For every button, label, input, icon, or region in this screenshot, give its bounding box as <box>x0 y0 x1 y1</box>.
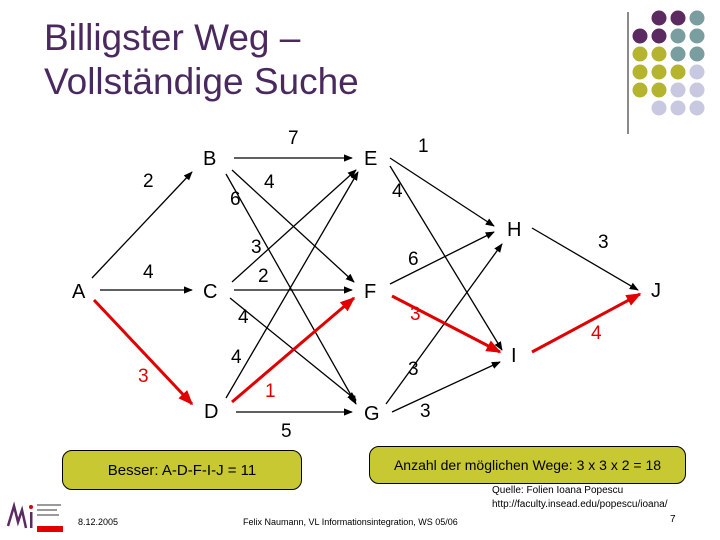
weight-i-j: 4 <box>591 323 602 344</box>
weight-a-b: 2 <box>143 171 154 192</box>
decorative-dot <box>670 100 686 116</box>
decorative-dot <box>651 82 667 98</box>
title-line-2: Vollständige Suche <box>44 61 359 102</box>
decorative-dot <box>689 28 705 44</box>
decorative-dot-grid <box>632 10 705 116</box>
weight-b-g: 6 <box>230 189 241 210</box>
edge-d-e <box>225 171 359 399</box>
decorative-dot <box>689 46 705 62</box>
path-count-text: Anzahl der möglichen Wege: 3 x 3 x 2 = 1… <box>393 457 662 473</box>
university-logo <box>6 501 63 532</box>
edge-a-d <box>92 298 194 406</box>
better-path-box: Besser: A-D-F-I-J = 11 <box>62 450 302 490</box>
edge-a-b <box>91 171 193 279</box>
weight-d-f: 1 <box>265 381 276 402</box>
better-path-text: Besser: A-D-F-I-J = 11 <box>107 461 257 479</box>
weight-a-d: 3 <box>138 366 149 387</box>
decorative-dot <box>632 64 648 80</box>
edge-i-j <box>531 292 642 354</box>
decorative-dot <box>670 10 686 26</box>
decorative-dot <box>651 28 667 44</box>
weight-a-c: 4 <box>143 262 154 283</box>
weight-g-i: 3 <box>420 401 431 422</box>
decorative-dot <box>670 28 686 44</box>
title-line-1: Billigster Weg – <box>44 17 301 58</box>
edge-d-f <box>231 296 356 404</box>
node-f: F <box>364 281 376 303</box>
weight-g-h: 3 <box>408 359 419 380</box>
weight-f-h: 6 <box>408 249 419 270</box>
edge-f-i <box>391 294 502 354</box>
edge-c-e <box>231 169 357 283</box>
decorative-dot <box>670 82 686 98</box>
source-line-1: Quelle: Folien Ioana Popescu <box>492 485 624 496</box>
page-number: 7 <box>670 514 676 525</box>
footer-author: Felix Naumann, VL Informationsintegratio… <box>243 517 458 527</box>
weight-h-j: 3 <box>598 232 609 253</box>
node-d: D <box>204 401 218 423</box>
source-line-2: http://faculty.insead.edu/popescu/ioana/ <box>492 499 668 510</box>
weight-b-f: 4 <box>264 172 275 193</box>
decorative-dot <box>632 46 648 62</box>
weight-e-h: 1 <box>418 136 429 157</box>
path-count-box: Anzahl der möglichen Wege: 3 x 3 x 2 = 1… <box>369 446 686 484</box>
decorative-dot <box>651 46 667 62</box>
edge-g-i <box>391 361 501 413</box>
node-b: B <box>203 148 216 170</box>
node-j: J <box>651 280 661 302</box>
slide-title: Billigster Weg – Vollständige Suche <box>44 16 359 104</box>
decorative-dot <box>651 10 667 26</box>
decorative-divider <box>627 12 629 134</box>
decorative-dot <box>651 100 667 116</box>
node-a: A <box>72 281 86 303</box>
edge-h-j <box>531 227 639 291</box>
decorative-dot <box>670 64 686 80</box>
decorative-dot <box>651 64 667 80</box>
weight-d-e: 4 <box>231 347 242 368</box>
decorative-dot <box>689 100 705 116</box>
edge-b-f <box>231 169 355 283</box>
weight-f-i: 3 <box>410 304 421 325</box>
edge-e-h <box>389 157 495 227</box>
node-c: C <box>203 281 217 303</box>
edge-e-i <box>389 165 503 351</box>
edge-b-g <box>225 173 357 405</box>
decorative-dot <box>632 28 648 44</box>
decorative-dot <box>689 64 705 80</box>
weight-e-i: 4 <box>392 181 403 202</box>
node-g: G <box>364 403 380 425</box>
decorative-dot <box>689 10 705 26</box>
weight-d-g: 5 <box>281 421 292 442</box>
decorative-dot <box>670 46 686 62</box>
weight-b-e: 7 <box>288 128 299 149</box>
decorative-dot <box>632 82 648 98</box>
footer-date: 8.12.2005 <box>78 517 119 527</box>
weight-c-f: 2 <box>258 266 269 287</box>
weight-c-g: 4 <box>238 307 249 328</box>
decorative-dot <box>689 82 705 98</box>
node-e: E <box>364 148 377 170</box>
node-h: H <box>507 219 521 241</box>
edge-f-h <box>389 231 495 285</box>
weight-c-e: 3 <box>251 237 262 258</box>
node-i: I <box>511 345 517 367</box>
